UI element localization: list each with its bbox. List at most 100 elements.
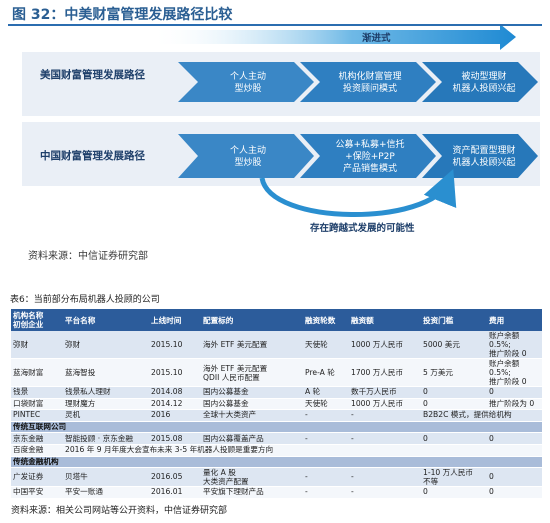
development-path-diagram: 渐进式 美国财富管理发展路径 中国财富管理发展路径 个人主动 型炒股 机构化财富…: [0, 24, 550, 236]
table-cell: 量化 A 股 大类资产配置: [201, 467, 303, 488]
column-header: 机构名称 初创企业: [11, 309, 63, 331]
us-step-1-line-2: 型炒股: [234, 83, 261, 94]
table-cell: 5000 美元: [421, 331, 487, 359]
table-cell: 天使轮: [303, 331, 349, 359]
cn-step-2-line-2: +保险+P2P: [345, 150, 395, 162]
progressive-arrow: 渐进式: [150, 24, 516, 50]
cn-chevrons: 个人主动 型炒股 公募+私募+信托 +保险+P2P 产品销售模式 资产配置型理财…: [178, 134, 538, 178]
table-cell: 钱景: [11, 386, 63, 399]
us-path-label: 美国财富管理发展路径: [40, 68, 145, 81]
diagram-svg: 渐进式 美国财富管理发展路径 中国财富管理发展路径 个人主动 型炒股 机构化财富…: [22, 24, 540, 234]
table-cell: 国内公募基金: [201, 386, 303, 399]
cn-step-1-line-2: 型炒股: [234, 157, 261, 168]
table-cell: 1-10 万人民币 不等: [421, 467, 487, 488]
table-cell: 弥财: [63, 331, 149, 359]
table-cell: 国内公募覆盖产品: [201, 432, 303, 445]
column-header: 配置标的: [201, 309, 303, 331]
us-chevrons: 个人主动 型炒股 机构化财富管理 投资顾问模式 被动型理财 机器人投顾兴起: [178, 62, 538, 102]
table-cell: 蓝海智投: [63, 358, 149, 387]
table-cell: -: [349, 409, 421, 422]
leapfrog-curve: [259, 169, 457, 217]
table-cell: 2014.08: [149, 386, 201, 399]
table-cell: 蓝海财富: [11, 358, 63, 387]
table-cell: -: [303, 486, 349, 499]
table-cell: 1000 万人民币: [349, 331, 421, 359]
table-cell: 贝塔牛: [63, 467, 149, 488]
table-cell: 0: [487, 386, 542, 399]
column-header: 上线时间: [149, 309, 201, 331]
table-cell: 国内公募基金: [201, 398, 303, 411]
section-label: 传统互联网公司: [11, 421, 542, 434]
table-cell: 理财魔方: [63, 398, 149, 411]
table-cell: 京东金融: [11, 432, 63, 445]
table-cell: 2016 年 9 月年度大会宣布未来 3-5 年机器人投顾是重要方向: [63, 444, 542, 457]
section-label: 传统金融机构: [11, 456, 542, 469]
cn-step-1-chevron: [178, 134, 314, 178]
us-step-3-line-2: 机器人投顾兴起: [452, 82, 515, 94]
cn-step-3-line-2: 机器人投顾兴起: [452, 156, 515, 168]
table-cell: 口袋财富: [11, 398, 63, 411]
table-cell: 0: [421, 398, 487, 411]
table-cell: 2016.01: [149, 486, 201, 499]
table-cell: 0: [487, 432, 542, 445]
table-cell: -: [349, 432, 421, 445]
table-cell: 账户余额 0.5%; 推广阶段 0: [487, 331, 542, 359]
leapfrog-arrow: 存在跨越式发展的可能性: [259, 169, 457, 234]
table-cell: 天使轮: [303, 398, 349, 411]
column-header: 费用: [487, 309, 542, 331]
table-cell: Pre-A 轮: [303, 358, 349, 387]
leapfrog-label: 存在跨越式发展的可能性: [309, 222, 415, 234]
table-cell: 2016: [149, 409, 201, 422]
table-cell: 0: [421, 486, 487, 499]
table-cell: 弥财: [11, 331, 63, 359]
table-cell: -: [349, 467, 421, 488]
column-header: 平台名称: [63, 309, 149, 331]
table-cell: -: [349, 486, 421, 499]
us-step-2-line-2: 投资顾问模式: [343, 82, 397, 94]
progressive-label: 渐进式: [362, 32, 391, 44]
table-cell: 百度金融: [11, 444, 63, 457]
cn-path-label: 中国财富管理发展路径: [40, 149, 145, 162]
table-cell: 平安旗下理财产品: [201, 486, 303, 499]
table-cell: 1000 万人民币: [349, 398, 421, 411]
column-header: 投资门槛: [421, 309, 487, 331]
cn-step-3-chevron: [422, 134, 538, 178]
table-cell: 数千万人民币: [349, 386, 421, 399]
table-header-row: 机构名称 初创企业平台名称上线时间配置标的融资轮数融资额投资门槛费用: [11, 309, 542, 331]
table-cell: PINTEC: [11, 409, 63, 422]
table-cell: 0: [487, 486, 542, 499]
column-header: 融资轮数: [303, 309, 349, 331]
table-cell: 1700 万人民币: [349, 358, 421, 387]
progressive-arrow-shape: [150, 24, 516, 50]
cn-step-2-line-1: 公募+私募+信托: [335, 138, 404, 150]
table-caption: 表6：当前部分布局机器人投顾的公司: [10, 295, 160, 305]
table-cell: 2016.05: [149, 467, 201, 488]
us-step-3-chevron: [422, 62, 538, 102]
cn-step-1-line-1: 个人主动: [230, 144, 266, 156]
table-cell: 0: [487, 467, 542, 488]
column-header: 融资额: [349, 309, 421, 331]
table-cell: 钱景私人理财: [63, 386, 149, 399]
us-step-1-chevron: [178, 62, 314, 102]
table-cell: -: [303, 467, 349, 488]
table-cell: 平安一账通: [63, 486, 149, 499]
table-source-note: 资料来源：相关公司网站等公开资料，中信证券研究部: [11, 506, 228, 516]
us-step-2-line-1: 机构化财富管理: [338, 70, 401, 82]
table-cell: 5 万美元: [421, 358, 487, 387]
figure-source-note: 资料来源：中信证券研究部: [28, 251, 148, 262]
table-cell: 灵机: [63, 409, 149, 422]
us-step-3-line-1: 被动型理财: [461, 70, 506, 82]
table-cell: 2014.12: [149, 398, 201, 411]
cn-step-2-line-3: 产品销售模式: [343, 162, 397, 174]
us-step-2-chevron: [300, 62, 436, 102]
